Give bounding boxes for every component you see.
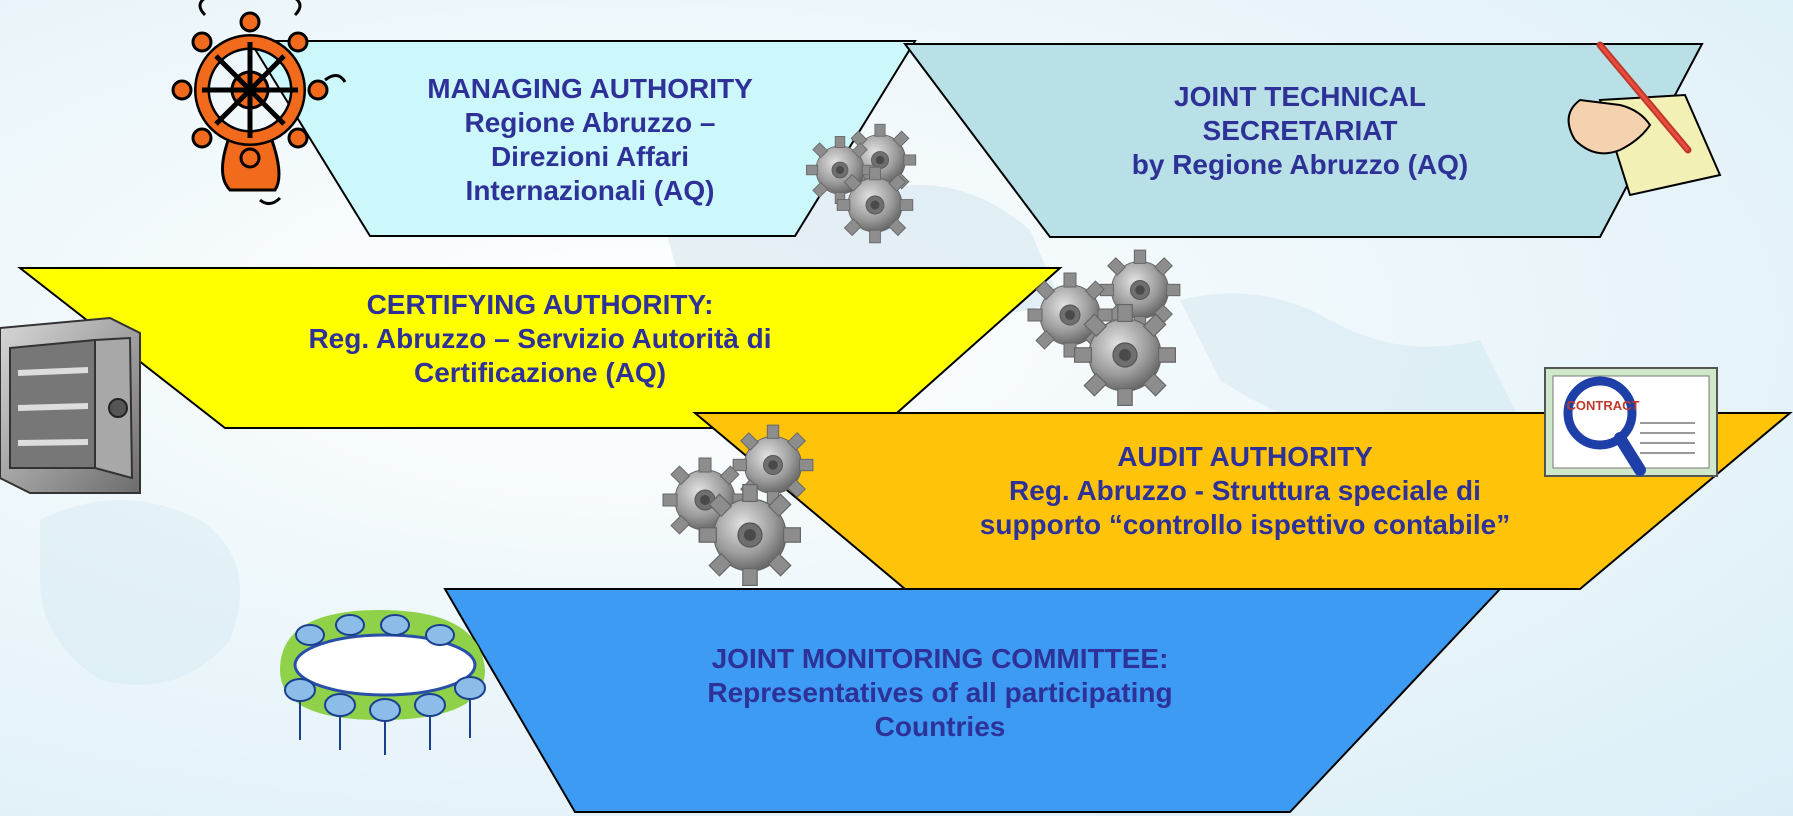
audit-authority-title: AUDIT AUTHORITY <box>1117 441 1373 472</box>
audit-authority-line-3: supporto “controllo ispettivo contabile” <box>979 509 1511 541</box>
secretariat-title-line-2: SECRETARIAT <box>1202 115 1398 147</box>
managing-authority-line-2: Regione Abruzzo – <box>464 107 716 139</box>
hand-writing-icon <box>1567 41 1722 197</box>
managing-authority-line-3: Direzioni Affari <box>490 141 690 173</box>
committee-title: JOINT MONITORING COMMITTEE: <box>711 643 1169 674</box>
audit-authority-line-2: Reg. Abruzzo - Struttura speciale di <box>1009 475 1481 507</box>
committee-line-3: Countries <box>874 711 1006 743</box>
meeting-table-icon <box>280 610 486 755</box>
managing-authority-label: MANAGING AUTHORITY Regione Abruzzo – Dir… <box>375 72 805 209</box>
secretariat-title-line-1: JOINT TECHNICAL <box>1174 81 1426 112</box>
contract-magnifier-icon: CONTRACT <box>1544 367 1718 477</box>
safe-icon <box>0 316 141 494</box>
certifying-authority-title: CERTIFYING AUTHORITY: <box>366 289 714 320</box>
joint-technical-secretariat-label: JOINT TECHNICAL SECRETARIAT by Regione A… <box>1075 80 1525 182</box>
certifying-authority-label: CERTIFYING AUTHORITY: Reg. Abruzzo – Ser… <box>240 288 840 390</box>
managing-authority-line-4: Internazionali (AQ) <box>465 175 715 207</box>
secretariat-line-3: by Regione Abruzzo (AQ) <box>1131 149 1469 181</box>
trapezoid-shapes <box>17 40 1793 813</box>
managing-authority-title: MANAGING AUTHORITY <box>427 73 753 104</box>
audit-authority-shape <box>692 412 1793 590</box>
certifying-authority-line-2: Reg. Abruzzo – Servizio Autorità di <box>308 323 772 355</box>
joint-technical-secretariat-shape <box>902 43 1704 238</box>
certifying-authority-line-3: Certificazione (AQ) <box>413 357 667 389</box>
joint-monitoring-committee-shape <box>443 588 1503 813</box>
audit-authority-label: AUDIT AUTHORITY Reg. Abruzzo - Struttura… <box>920 440 1570 542</box>
committee-line-2: Representatives of all participating <box>707 677 1173 709</box>
ship-wheel-icon <box>171 0 347 205</box>
managing-authority-shape <box>248 40 917 237</box>
contract-icon-text: CONTRACT <box>1567 398 1640 413</box>
joint-monitoring-committee-label: JOINT MONITORING COMMITTEE: Representati… <box>620 642 1260 744</box>
